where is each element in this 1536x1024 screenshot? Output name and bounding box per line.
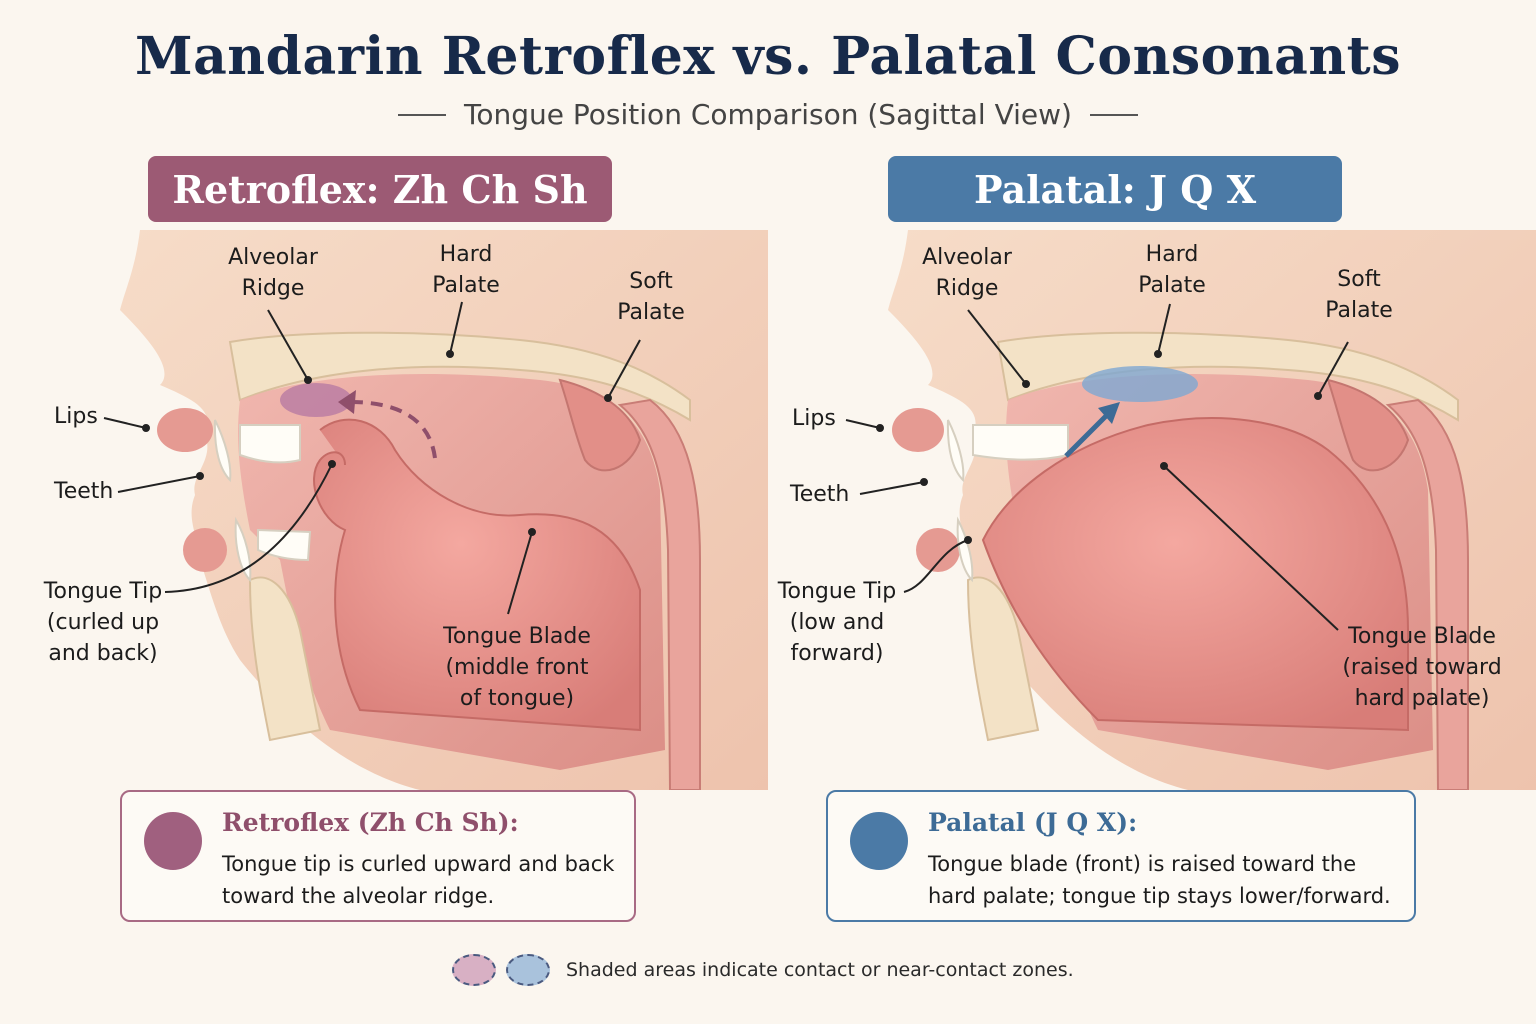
raise-arrow-head — [1098, 402, 1120, 424]
legend: Shaded areas indicate contact or near-co… — [452, 954, 1074, 986]
lower-teeth — [956, 516, 974, 583]
hard-palate-bone — [228, 331, 691, 422]
retroflex-color-dot — [144, 812, 202, 870]
page-subtitle: Tongue Position Comparison (Sagittal Vie… — [464, 98, 1072, 131]
subtitle-row: Tongue Position Comparison (Sagittal Vie… — [0, 98, 1536, 131]
palatal-info-heading: Palatal (J Q X): — [928, 808, 1138, 837]
retroflex-label-soft-palate: Soft Palate — [617, 269, 685, 325]
palatal-color-dot — [850, 812, 908, 870]
page-title: Mandarin Retroflex vs. Palatal Consonant… — [135, 26, 1401, 87]
lower-lip — [916, 528, 960, 572]
retroflex-info-heading: Retroflex (Zh Ch Sh): — [222, 808, 519, 837]
palatal-label-lips: Lips — [792, 406, 836, 431]
retroflex-label-hard-palate: Hard Palate — [432, 242, 500, 298]
subtitle-right-rule — [1089, 113, 1138, 116]
curl-arrow-head — [338, 390, 356, 414]
palatal-label-alveolar-ridge: Alveolar Ridge — [922, 245, 1012, 301]
palatal-sagittal-diagram — [845, 230, 1536, 790]
palatal-info-box: Palatal (J Q X): Tongue blade (front) is… — [826, 790, 1416, 922]
upper-lip — [157, 408, 213, 452]
retroflex-sagittal-diagram — [103, 230, 768, 790]
retroflex-info-box: Retroflex (Zh Ch Sh): Tongue tip is curl… — [120, 790, 636, 922]
palatal-contact-zone — [1082, 366, 1198, 402]
hard-palate-bone — [996, 331, 1459, 422]
upper-lip — [892, 408, 944, 452]
pharynx-wall — [1385, 398, 1469, 790]
palatal-label-teeth: Teeth — [790, 482, 850, 507]
legend-text: Shaded areas indicate contact or near-co… — [566, 959, 1074, 981]
retroflex-banner: Retroflex: Zh Ch Sh — [148, 156, 612, 222]
tongue-retroflex — [313, 418, 641, 732]
palatal-label-soft-palate: Soft Palate — [1325, 267, 1393, 323]
lower-lip — [183, 528, 227, 572]
palatal-info-body: Tongue blade (front) is raised toward th… — [928, 852, 1391, 908]
curl-arrow — [349, 400, 437, 459]
legend-retroflex-swatch — [452, 954, 496, 986]
upper-teeth — [213, 419, 301, 483]
tongue-palatal — [981, 417, 1409, 732]
retroflex-label-tongue-blade: Tongue Blade (middle front of tongue) — [443, 624, 591, 711]
palatal-label-tongue-blade: Tongue Blade (raised toward hard palate) — [1342, 624, 1502, 711]
palatal-banner: Palatal: J Q X — [888, 156, 1342, 222]
palatal-label-hard-palate: Hard Palate — [1138, 242, 1206, 298]
leader-lines — [845, 303, 1349, 631]
pharynx-wall — [617, 398, 701, 790]
subtitle-left-rule — [398, 113, 447, 116]
retroflex-label-teeth: Teeth — [54, 479, 114, 504]
legend-palatal-swatch — [506, 954, 550, 986]
retroflex-label-lips: Lips — [54, 404, 98, 429]
lower-teeth — [234, 516, 312, 583]
leader-lines — [103, 301, 641, 615]
lower-jaw-bone — [248, 576, 322, 742]
retroflex-contact-zone — [280, 383, 352, 417]
soft-palate — [1326, 378, 1410, 472]
retroflex-label-tongue-tip: Tongue Tip (curled up and back) — [43, 579, 163, 666]
raise-arrow — [1064, 412, 1110, 458]
retroflex-info-body: Tongue tip is curled upward and back tow… — [222, 852, 615, 908]
palatal-label-tongue-tip: Tongue Tip (low and forward) — [777, 579, 897, 666]
retroflex-label-alveolar-ridge: Alveolar Ridge — [228, 245, 318, 301]
lower-jaw-bone — [966, 576, 1040, 742]
